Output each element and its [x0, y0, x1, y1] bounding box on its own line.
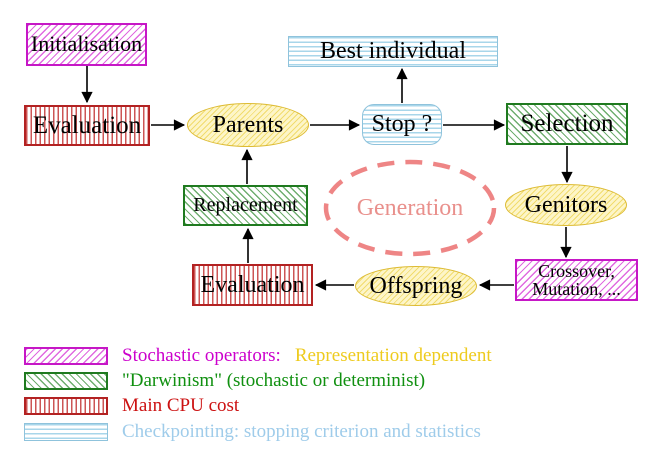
node-selection: Selection	[506, 103, 628, 145]
legend-swatch-cyan-stripes	[24, 423, 108, 441]
node-replacement-label: Replacement	[193, 194, 298, 217]
node-offspring: Offspring	[355, 266, 477, 306]
node-parents: Parents	[187, 103, 309, 147]
node-initialisation-label: Initialisation	[30, 31, 143, 57]
legend-row-darwinism: "Darwinism" (stochastic or determinist)	[24, 370, 425, 392]
node-evaluation-bottom: Evaluation	[192, 264, 313, 306]
node-crossover-line2: Mutation, ...	[532, 279, 621, 299]
legend-swatch-magenta-hatch	[24, 347, 108, 365]
node-best-individual: Best individual	[288, 36, 498, 67]
node-genitors: Genitors	[505, 184, 627, 226]
generation-dashed-ellipse	[323, 159, 497, 257]
generation-label: Generation	[356, 194, 464, 221]
node-evaluation-bottom-label: Evaluation	[200, 271, 305, 298]
node-stop-label: Stop ?	[371, 111, 433, 138]
node-initialisation: Initialisation	[26, 23, 147, 66]
node-selection-label: Selection	[520, 110, 614, 138]
node-crossover-mutation: Crossover, Mutation, ...	[515, 259, 638, 301]
legend-label-darwinism: "Darwinism" (stochastic or determinist)	[122, 370, 426, 391]
node-best-individual-label: Best individual	[320, 38, 466, 65]
node-evaluation-top-label: Evaluation	[32, 111, 142, 139]
legend-swatch-red-stripes	[24, 397, 108, 415]
node-crossover-line1: Crossover,	[538, 260, 615, 281]
node-genitors-label: Genitors	[524, 191, 608, 218]
node-evaluation-top: Evaluation	[24, 105, 150, 146]
legend-row-main-cpu-cost: Main CPU cost	[24, 395, 239, 417]
legend-row-checkpointing: Checkpointing: stopping criterion and st…	[24, 421, 481, 443]
legend-label-checkpointing: Checkpointing: stopping criterion and st…	[122, 421, 481, 442]
node-parents-label: Parents	[212, 111, 284, 138]
legend-label-main-cpu-cost: Main CPU cost	[122, 395, 240, 416]
legend-swatch-green-hatch	[24, 372, 108, 390]
node-stop: Stop ?	[362, 104, 442, 145]
node-replacement: Replacement	[183, 185, 308, 226]
legend-label-representation-dependent: Representation dependent	[294, 345, 492, 366]
legend-label-stochastic-operators: Stochastic operators:	[122, 345, 281, 366]
legend-row-stochastic-operators: Stochastic operators: Representation dep…	[24, 345, 492, 367]
node-offspring-label: Offspring	[369, 272, 463, 299]
